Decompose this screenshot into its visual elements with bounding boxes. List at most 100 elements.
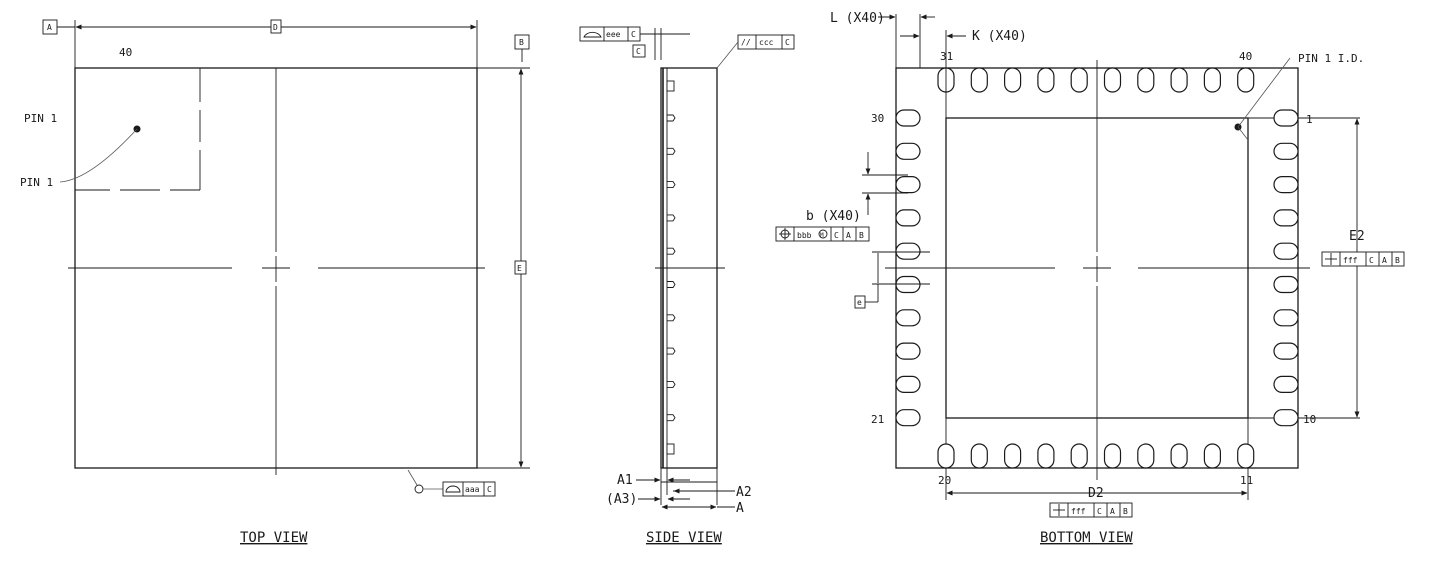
side-view-dim-a3: (A3) xyxy=(606,492,637,507)
bottom-view-fcf-e2-datum-2: A xyxy=(1382,256,1387,265)
pad-top xyxy=(1103,67,1122,93)
pad-top xyxy=(1170,67,1188,93)
side-lead xyxy=(667,214,676,222)
side-view-dim-a1: A1 xyxy=(617,473,633,488)
bottom-view-pads xyxy=(895,67,1299,469)
bottom-view-fcf-e2-datum-1: C xyxy=(1369,256,1374,265)
pad-bottom xyxy=(1170,443,1188,469)
pad-top xyxy=(1137,67,1155,93)
pad-right xyxy=(1273,142,1299,160)
pad-bottom xyxy=(1070,443,1088,469)
top-view-pin1-label: PIN 1 xyxy=(24,112,57,125)
pad-bottom xyxy=(1037,443,1055,469)
bottom-view-fcf-b-datum-1: C xyxy=(834,231,839,240)
pad-top xyxy=(1203,67,1222,93)
bottom-view-fcf-b xyxy=(775,226,870,242)
pad-right xyxy=(1273,409,1299,427)
pad-bottom xyxy=(937,443,955,469)
bottom-view-dim-e: e xyxy=(857,298,862,307)
bottom-view-pin-20: 20 xyxy=(938,474,951,487)
side-view-datum-c: C xyxy=(636,47,641,56)
pad-right xyxy=(1273,342,1299,360)
top-view: PIN 1 PIN 1 40 D A E B aaa C TOP VIEW xyxy=(20,19,530,546)
pad-left xyxy=(895,176,921,194)
top-view-pin1-leader-label: PIN 1 xyxy=(20,176,53,189)
side-view-fcf-parallel-datum: C xyxy=(785,38,790,47)
bottom-view-fcf-d2 xyxy=(1049,502,1133,518)
top-view-datum-b: B xyxy=(519,38,524,47)
top-view-pin1-leader xyxy=(59,128,138,183)
side-view-title: SIDE VIEW xyxy=(646,530,722,546)
bottom-view-title: BOTTOM VIEW xyxy=(1040,530,1133,546)
pad-left xyxy=(895,242,921,260)
bottom-view-fcf-e2-value: fff xyxy=(1343,256,1358,265)
side-lead xyxy=(667,147,676,155)
bottom-view-dim-l: L (X40) xyxy=(830,11,885,26)
bottom-view-fcf-b-datum-2: A xyxy=(846,231,851,240)
bottom-view-fcf-e2 xyxy=(1321,251,1405,267)
side-lead xyxy=(667,181,676,189)
side-view: eee C C // ccc C A1 (A3) A2 A SIDE VIEW xyxy=(579,26,795,546)
pad-top xyxy=(970,67,988,93)
bottom-view-fcf-d2-datum-2: A xyxy=(1110,507,1115,516)
side-lead xyxy=(667,247,676,255)
bottom-view-pin-10: 10 xyxy=(1303,413,1316,426)
pad-right xyxy=(1273,242,1299,260)
bottom-view-pin-40: 40 xyxy=(1239,50,1252,63)
top-view-datum-d: D xyxy=(273,23,278,32)
side-view-fcf-parallel-value: ccc xyxy=(759,38,774,47)
pad-right xyxy=(1273,309,1299,327)
pad-left xyxy=(895,409,921,427)
top-view-title: TOP VIEW xyxy=(240,530,308,546)
bottom-view-fcf-d2-datum-1: C xyxy=(1097,507,1102,516)
pad-left xyxy=(895,209,921,227)
pad-bottom xyxy=(970,443,988,469)
pad-right xyxy=(1273,176,1299,194)
bottom-view-fcf-d2-datum-3: B xyxy=(1123,507,1128,516)
side-view-leads xyxy=(667,114,676,422)
bottom-view-fcf-b-datum-3: B xyxy=(859,231,864,240)
side-lead xyxy=(667,114,676,122)
bottom-view-fcf-b-value: bbb xyxy=(797,231,812,240)
side-view-dim-a2: A2 xyxy=(736,485,752,500)
pad-right xyxy=(1273,109,1299,127)
pad-top xyxy=(1037,67,1055,93)
bottom-view-pin-31: 31 xyxy=(940,50,953,63)
bottom-view-pin-30: 30 xyxy=(871,112,884,125)
pad-left xyxy=(895,342,921,360)
top-view-pin-count-label: 40 xyxy=(119,46,132,59)
bottom-view-dim-b: b (X40) xyxy=(806,209,861,224)
pad-bottom xyxy=(1137,443,1155,469)
pad-top xyxy=(1237,67,1255,93)
bottom-view-dim-d2: D2 xyxy=(1088,486,1104,501)
top-view-datum-e: E xyxy=(517,264,522,273)
side-view-dim-a: A xyxy=(736,501,744,516)
side-lead xyxy=(667,314,676,322)
top-view-datum-a: A xyxy=(47,23,52,32)
top-view-fcf-value: aaa xyxy=(465,485,480,494)
bottom-view-dim-k: K (X40) xyxy=(972,29,1027,44)
pad-left xyxy=(895,109,921,127)
bottom-view: PIN 1 I.D. 1 10 11 20 21 30 31 40 L (X40… xyxy=(775,11,1405,546)
side-lead xyxy=(667,414,676,422)
pad-right xyxy=(1273,275,1299,294)
pad-right xyxy=(1273,209,1299,227)
side-lead xyxy=(667,281,676,288)
bottom-view-pin1-id: PIN 1 I.D. xyxy=(1298,52,1364,65)
bottom-view-pin-21: 21 xyxy=(871,413,884,426)
bottom-view-pin-11: 11 xyxy=(1240,474,1253,487)
bottom-view-fcf-b-modifier: M xyxy=(820,232,824,239)
pad-right xyxy=(1273,375,1299,393)
top-view-fcf-aaa xyxy=(442,481,496,497)
side-view-fcf-parallel-symbol: // xyxy=(741,38,751,47)
pad-bottom xyxy=(1103,443,1122,469)
bottom-view-fcf-d2-value: fff xyxy=(1071,507,1086,516)
pad-left xyxy=(895,375,921,393)
pad-top xyxy=(1003,67,1022,93)
pad-top xyxy=(1070,67,1088,93)
pad-bottom xyxy=(1203,443,1222,469)
pad-left xyxy=(895,275,921,294)
pad-left xyxy=(895,142,921,160)
side-lead xyxy=(667,347,676,355)
